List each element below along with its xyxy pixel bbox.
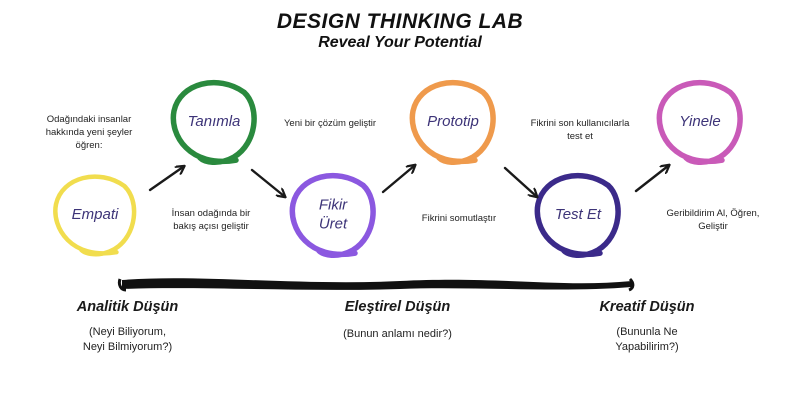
phase-analitik: Analitik Düşün (Neyi Biliyorum, Neyi Bil…	[40, 299, 215, 355]
note-line: İnsan odağında bir	[171, 208, 251, 219]
phase-heading: Eleştirel Düşün	[344, 299, 451, 315]
stage-empati: Empati	[53, 174, 137, 257]
stage-circle	[289, 173, 376, 258]
note-line: bakış açısı geliştir	[173, 221, 249, 232]
brush-divider	[122, 278, 632, 290]
phase-question-line: (Bununla Ne	[616, 326, 678, 338]
phase-heading: Analitik Düşün	[76, 299, 179, 315]
note-prototip-test: Fikrini somutlaştır	[404, 212, 514, 225]
note-line: Geribildirim Al, Öğren,	[666, 208, 760, 219]
phase-question-line: Yapabilirim?)	[615, 341, 679, 353]
stage-prototip: Prototip	[409, 80, 496, 165]
brush-divider-edge	[117, 277, 635, 292]
page-title: DESIGN THINKING LAB	[276, 10, 524, 33]
stage-label: Tanımla	[188, 113, 241, 130]
note-yinele-after: Geribildirim Al, Öğren, Geliştir	[648, 207, 778, 233]
stage-label: Prototip	[427, 113, 479, 130]
phase-elestirel: Eleştirel Düşün (Bunun anlamı nedir?)	[300, 299, 495, 342]
phase-question-line: (Bunun anlamı nedir?)	[343, 328, 452, 340]
phase-heading: Kreatif Düşün	[599, 299, 695, 315]
note-line: Fikrini son kullanıcılarla	[530, 118, 630, 129]
phase-question: (Bununla Ne Yapabilirim?)	[562, 325, 732, 355]
phase-question: (Bunun anlamı nedir?)	[300, 327, 495, 342]
note-line: Yeni bir çözüm geliştir	[283, 118, 377, 129]
note-line: Fikrini somutlaştır	[421, 213, 497, 224]
note-fikir-prototip: İnsan odağında bir bakış açısı geliştir	[155, 207, 267, 233]
phase-question-line: Neyi Bilmiyorum?)	[82, 341, 173, 353]
phase-kreatif: Kreatif Düşün (Bununla Ne Yapabilirim?)	[562, 299, 732, 355]
stage-label: Empati	[72, 206, 119, 223]
flow-arrow	[503, 166, 536, 196]
flow-arrow	[148, 167, 183, 192]
stage-label: Fikir	[319, 197, 348, 214]
note-tanimla-fikir: Yeni bir çözüm geliştir	[268, 117, 392, 130]
flow-arrow	[250, 168, 284, 196]
stage-circle	[170, 80, 257, 165]
flow-arrow	[634, 166, 668, 193]
note-line: test et	[567, 131, 593, 142]
stage-circle	[409, 80, 496, 165]
page-subtitle: Reveal Your Potential	[318, 34, 482, 51]
phase-question: (Neyi Biliyorum, Neyi Bilmiyorum?)	[40, 325, 215, 355]
note-empati-tanimla: Odağındaki insanlar hakkında yeni şeyler…	[30, 113, 148, 152]
stage-test: Test Et	[534, 173, 621, 258]
stage-label: Test Et	[555, 206, 602, 223]
stage-circle	[534, 173, 621, 258]
stage-label: Yinele	[679, 113, 720, 130]
stage-yinele: Yinele	[656, 80, 743, 165]
note-line: Geliştir	[698, 221, 728, 232]
phase-question-line: (Neyi Biliyorum,	[88, 326, 166, 338]
stage-tanimla: Tanımla	[170, 80, 257, 165]
stage-label: Üret	[319, 215, 348, 233]
note-line: öğren:	[75, 140, 103, 151]
stage-circle	[656, 80, 743, 165]
flow-arrow	[381, 166, 414, 194]
note-test-yinele: Fikrini son kullanıcılarla test et	[510, 117, 650, 143]
note-line: hakkında yeni şeyler	[45, 127, 133, 138]
stage-circle	[53, 174, 137, 257]
note-line: Odağındaki insanlar	[46, 114, 132, 125]
